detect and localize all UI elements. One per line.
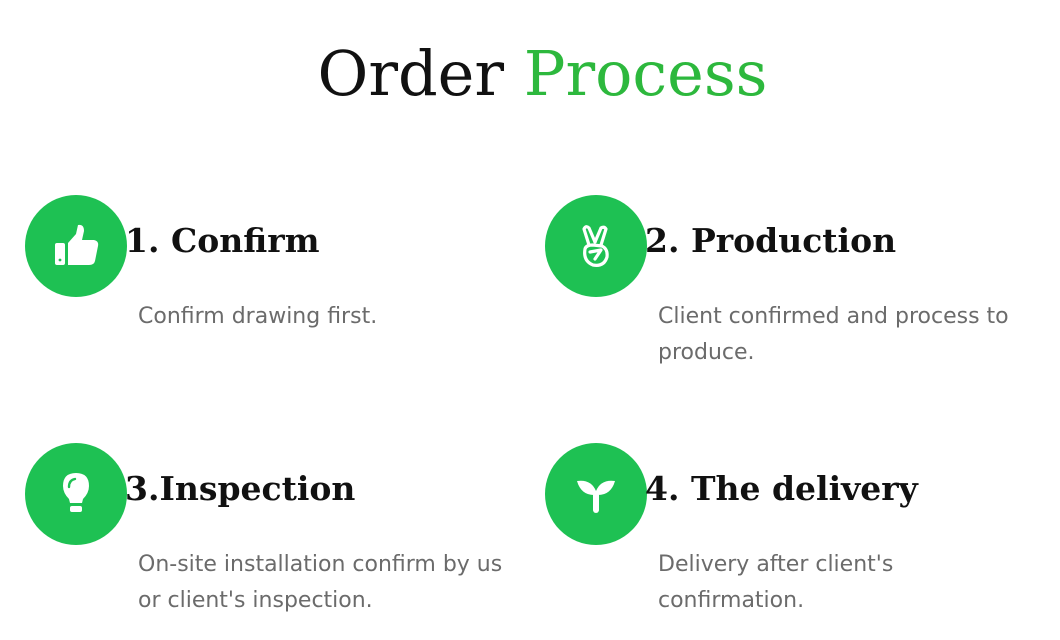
step-description: Confirm drawing first. — [138, 304, 378, 329]
victory-hand-icon — [582, 225, 609, 267]
step-title: 4. The delivery — [645, 469, 918, 508]
step-icon-circle — [545, 443, 647, 545]
step-icon-circle — [25, 443, 127, 545]
thumbs-up-icon — [55, 224, 99, 265]
title-word-process: Process — [523, 37, 768, 110]
step-title: 2. Production — [645, 221, 897, 260]
sprout-icon — [577, 480, 615, 513]
step-icon-circle — [545, 195, 647, 297]
step-title: 1. Confirm — [125, 221, 320, 260]
step-delivery: 4. The delivery Delivery after client's … — [545, 443, 1045, 623]
title-word-order: Order — [317, 37, 505, 110]
step-inspection: 3.Inspection On-site installation confir… — [25, 443, 525, 623]
step-title: 3.Inspection — [125, 469, 356, 508]
page-title: Order Process — [0, 36, 1060, 112]
step-confirm: 1. Confirm Confirm drawing first. — [25, 195, 525, 375]
step-description: On-site installation confirm by us or cl… — [138, 552, 503, 613]
step-description: Delivery after client's confirmation. — [658, 552, 894, 613]
step-icon-circle — [25, 195, 127, 297]
step-description: Client confirmed and process to produce. — [658, 304, 1009, 365]
lightbulb-icon — [63, 473, 89, 512]
step-production: 2. Production Client confirmed and proce… — [545, 195, 1045, 375]
